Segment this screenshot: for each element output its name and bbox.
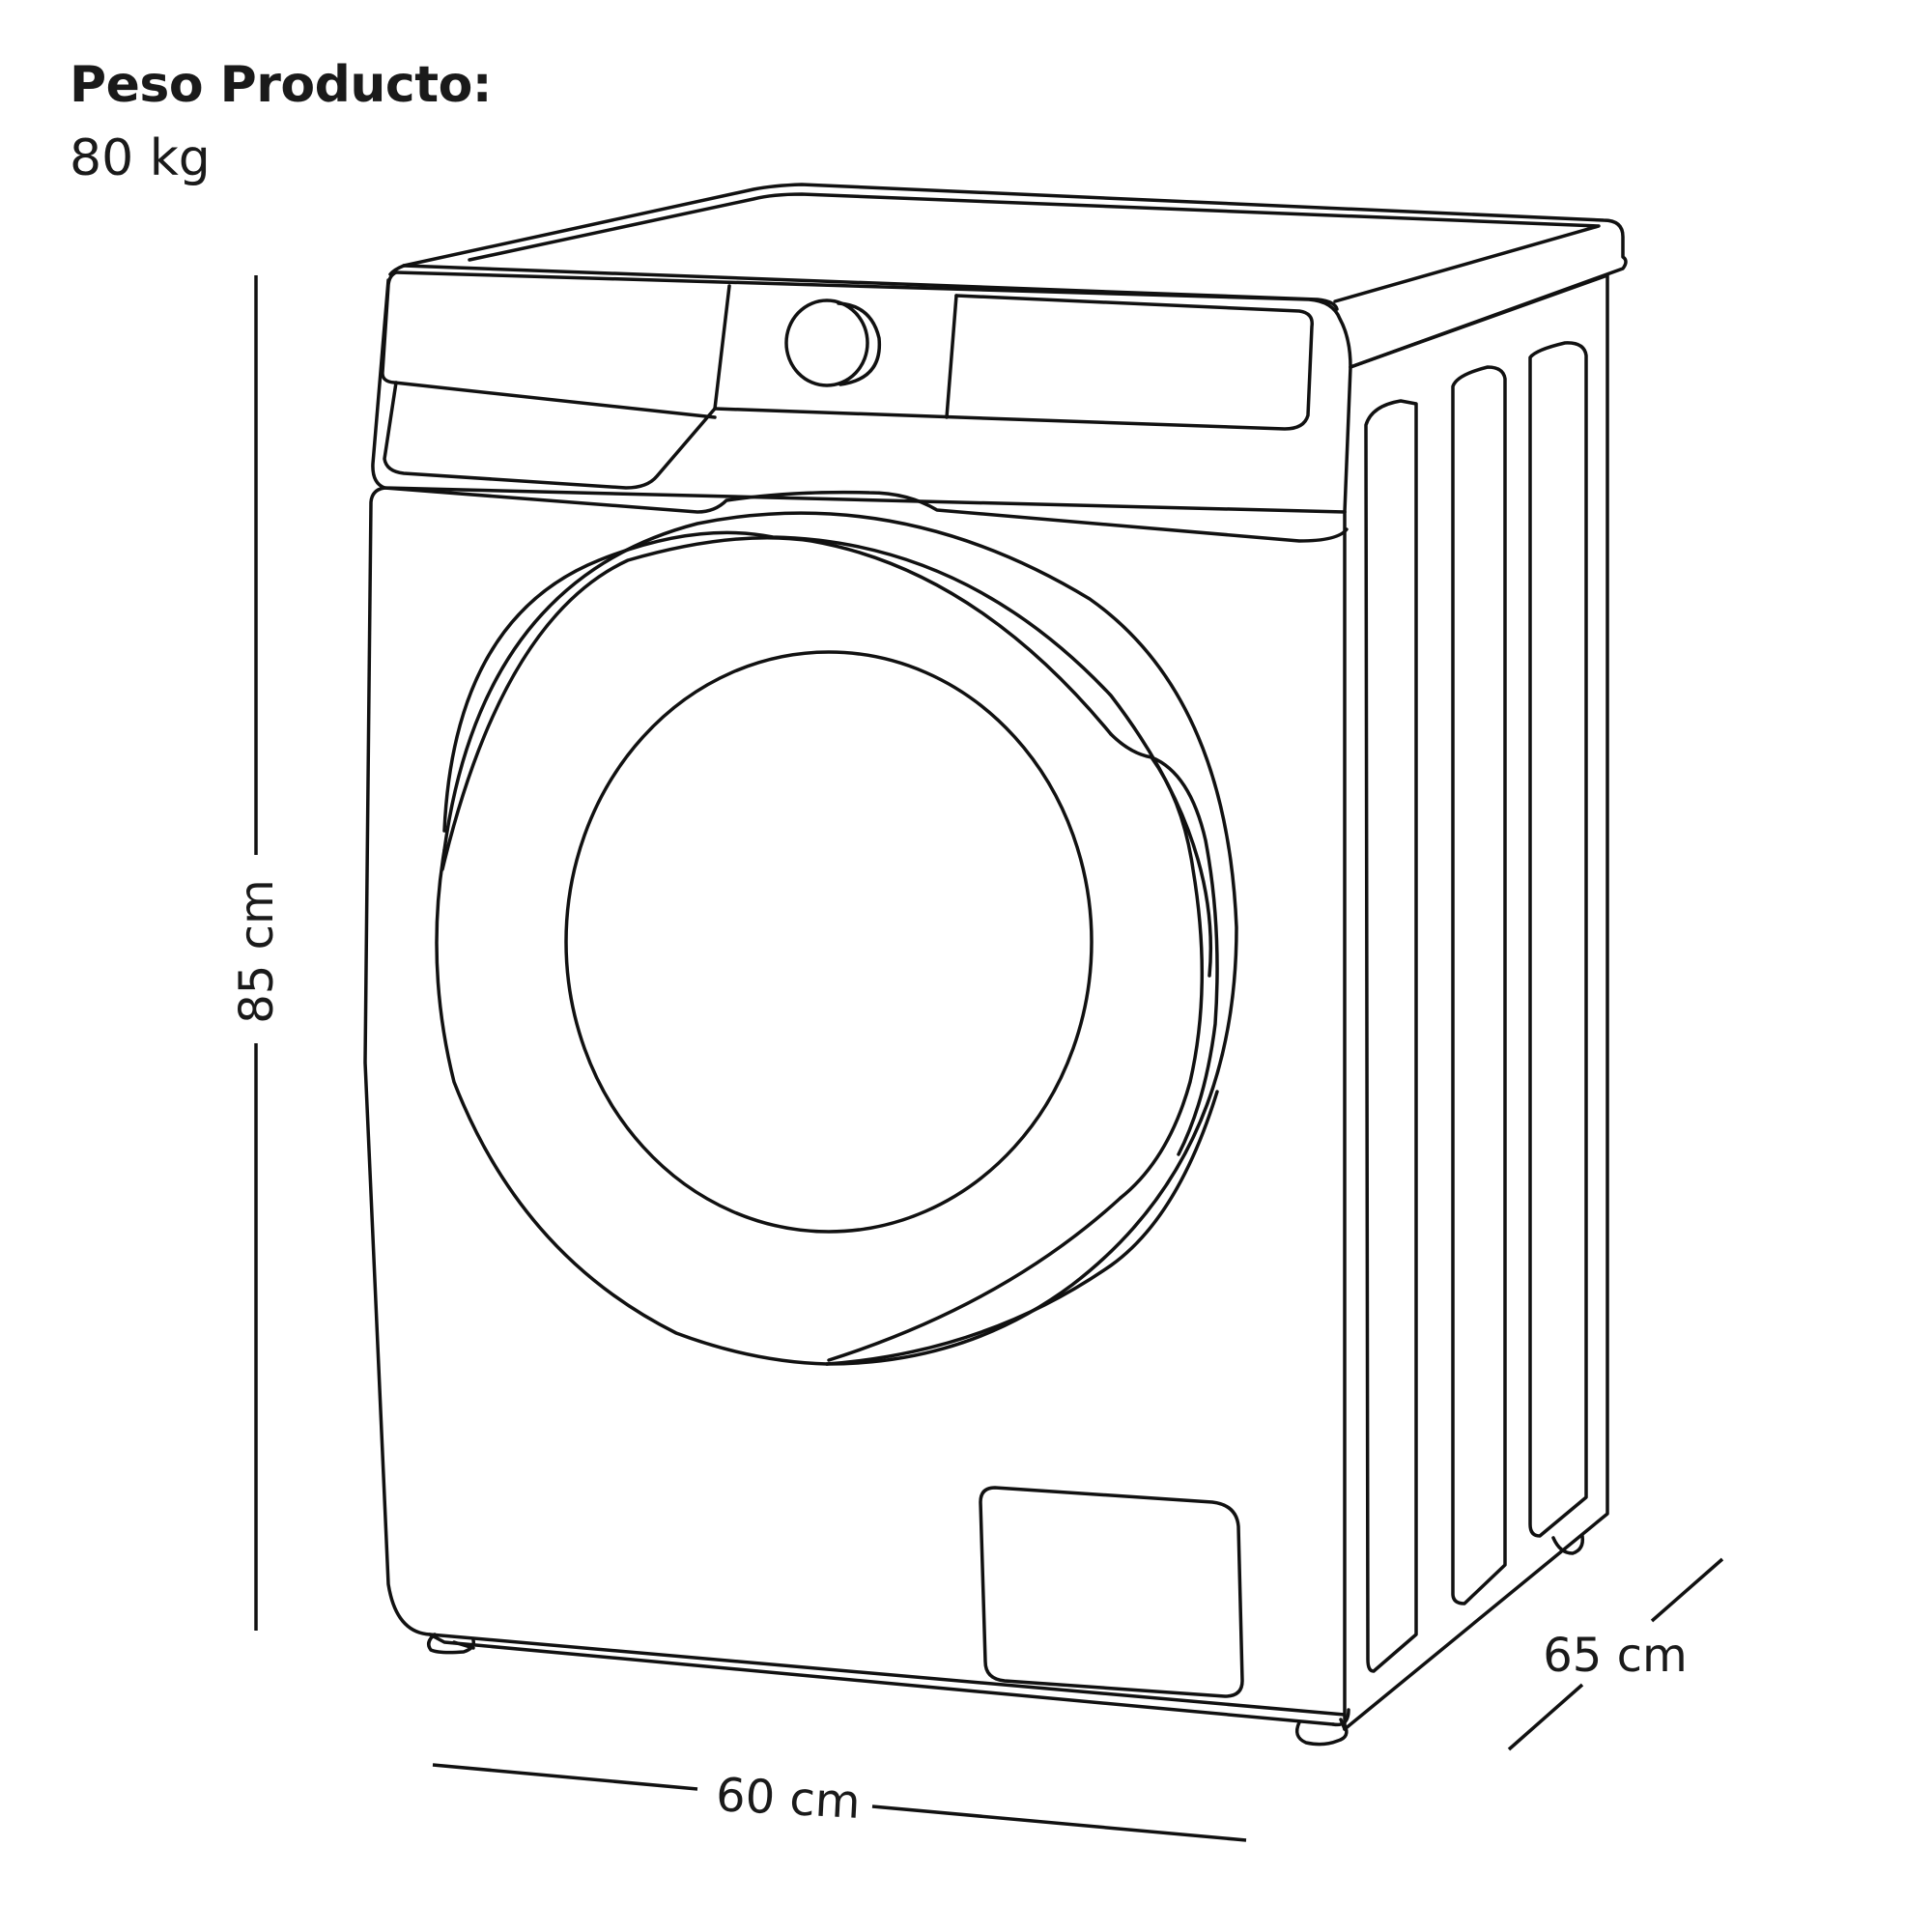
weight-value: 80 kg <box>70 129 211 187</box>
height-label: 85 cm <box>230 879 284 1023</box>
machine-feet <box>427 1534 1585 1747</box>
depth-dim-line-top <box>1650 1557 1724 1623</box>
depth-dim-line-bottom <box>1507 1683 1584 1751</box>
door <box>435 511 1238 1366</box>
width-dim-line-right <box>871 1804 1247 1842</box>
control-panel <box>371 270 1352 514</box>
depth-label: 65 cm <box>1543 1629 1687 1683</box>
weight-label: Peso Producto: <box>70 56 493 114</box>
depth-dimension: 65 cm <box>1507 1557 1724 1751</box>
machine-side <box>1343 273 1609 1731</box>
machine-front <box>363 486 1350 1731</box>
door-window <box>564 650 1094 1234</box>
machine-top <box>388 183 1628 369</box>
width-label: 60 cm <box>715 1768 862 1830</box>
height-dimension: 85 cm <box>230 275 284 1631</box>
width-dimension: 60 cm <box>432 1763 1247 1842</box>
control-knob-icon <box>784 298 869 387</box>
width-dim-line-left <box>432 1763 698 1791</box>
service-hatch <box>979 1486 1244 1698</box>
